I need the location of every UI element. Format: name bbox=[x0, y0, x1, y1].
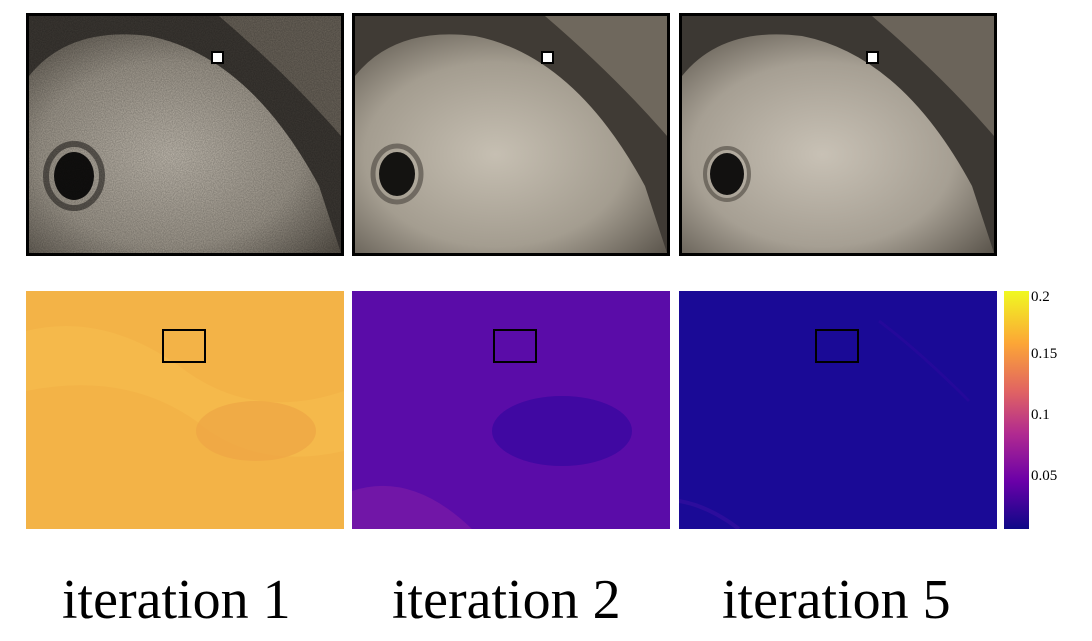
caption-iteration-2: iteration 2 bbox=[392, 569, 621, 631]
heatmap-image-2 bbox=[352, 291, 670, 529]
render-image-5 bbox=[682, 16, 994, 253]
colorbar-tick: 0.05 bbox=[1031, 468, 1058, 484]
colorbar bbox=[1004, 291, 1029, 529]
patch-marker bbox=[866, 51, 879, 64]
render-image-2 bbox=[355, 16, 667, 253]
colorbar-tick: 0.2 bbox=[1031, 289, 1050, 305]
heatmap-image-5 bbox=[679, 291, 997, 529]
render-iteration-5 bbox=[679, 13, 997, 256]
caption-iteration-1: iteration 1 bbox=[62, 569, 291, 631]
heatmap-iteration-2 bbox=[352, 291, 670, 529]
caption-iteration-5: iteration 5 bbox=[722, 569, 951, 631]
render-iteration-1 bbox=[26, 13, 344, 256]
roi-box bbox=[493, 329, 537, 363]
render-iteration-2 bbox=[352, 13, 670, 256]
roi-box bbox=[815, 329, 859, 363]
patch-marker bbox=[541, 51, 554, 64]
patch-marker bbox=[211, 51, 224, 64]
roi-box bbox=[162, 329, 206, 363]
colorbar-tick: 0.15 bbox=[1031, 346, 1058, 362]
heatmap-image-1 bbox=[26, 291, 344, 529]
render-image-1 bbox=[29, 16, 341, 253]
colorbar-tick: 0.1 bbox=[1031, 407, 1050, 423]
heatmap-iteration-1 bbox=[26, 291, 344, 529]
heatmap-iteration-5 bbox=[679, 291, 997, 529]
